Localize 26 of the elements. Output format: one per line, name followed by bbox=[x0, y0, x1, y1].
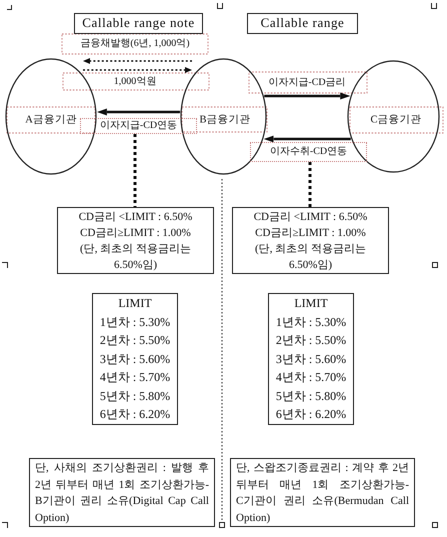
edge-label: 금융채발행(6년, 1,000억) bbox=[80, 38, 190, 50]
arrow bbox=[96, 108, 180, 116]
condition-box: CD금리 <LIMIT : 6.50% CD금리≥LIMIT : 1.00% (단, 최초의 적용금리는 6.50%임) bbox=[57, 207, 214, 274]
note-box: 단, 스왑조기종료권리 : 계약 후 2년 뒤부터 매년 1회 조기상환가능-C기관이 권리 소유(Bermudan Call Option) bbox=[230, 458, 415, 527]
framed-label: 이자수취-CD연동 bbox=[250, 142, 367, 162]
title-box: Callable range bbox=[247, 13, 358, 34]
title-box: Callable range note bbox=[74, 13, 203, 34]
limit-table-box: LIMIT 1년차 : 5.30% 2년차 : 5.50% 3년차 : 5.60% 4년차 : 5.70% 5년차 : 5.80% 6년차 : 6.20% bbox=[92, 293, 178, 425]
leader-line bbox=[308, 162, 312, 207]
framed-label: 이자지급-CD연동 bbox=[80, 118, 197, 134]
node-label: C금융기관 bbox=[370, 114, 422, 126]
arrow bbox=[264, 136, 351, 142]
oval-node bbox=[347, 60, 440, 173]
arrow bbox=[264, 92, 350, 100]
edge-label: 1,000억원 bbox=[114, 76, 156, 88]
oval-node bbox=[180, 58, 267, 175]
condition-box: CD금리 <LIMIT : 6.50% CD금리≥LIMIT : 1.00% (단, 최초의 적용금리는 6.50%임) bbox=[232, 207, 389, 274]
dotted-arrow bbox=[83, 67, 192, 73]
edge-label: 이자지급-CD금리 bbox=[268, 77, 346, 89]
note-box: 단, 사채의 조기상환권리 : 발행 후 2년 뒤부터 매년 1회 조기상환가능-B기관이 권리 소유(Digital Cap Call Option) bbox=[29, 458, 215, 527]
oval-node bbox=[5, 58, 97, 175]
limit-table-box: LIMIT 1년차 : 5.30% 2년차 : 5.50% 3년차 : 5.60% 4년차 : 5.70% 5년차 : 5.80% 6년차 : 6.20% bbox=[268, 293, 354, 425]
node-label: B금융기관 bbox=[200, 114, 250, 126]
node-label: A금융기관 bbox=[25, 114, 77, 126]
leader-line bbox=[134, 134, 136, 207]
dotted-arrow bbox=[83, 58, 192, 64]
